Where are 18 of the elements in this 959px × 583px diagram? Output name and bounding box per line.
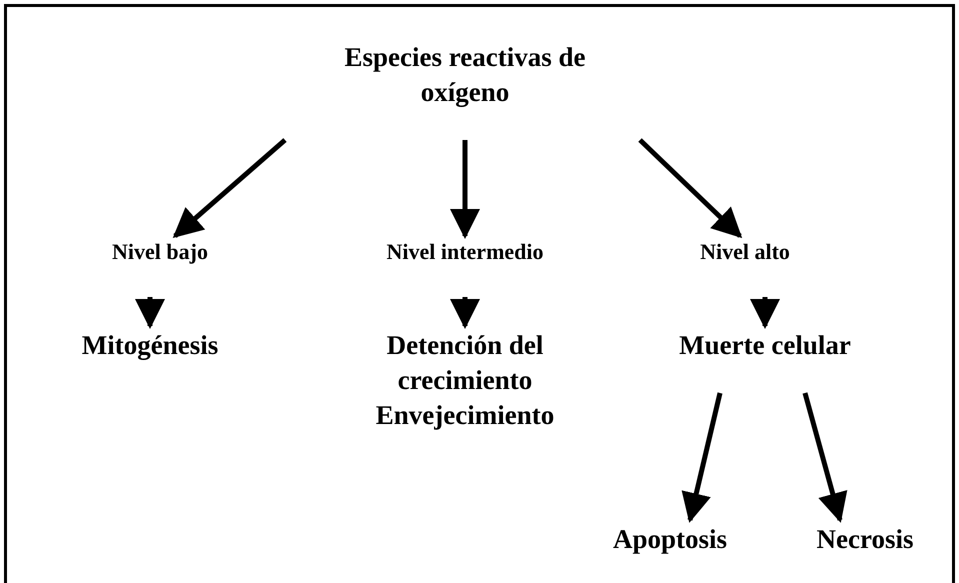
node-label: Nivel bajo <box>112 238 208 266</box>
node-label: Mitogénesis <box>82 329 218 362</box>
node-label: Envejecimiento <box>376 399 554 432</box>
node-label: Nivel alto <box>700 238 790 266</box>
arrow <box>638 138 742 238</box>
arrow <box>802 392 848 523</box>
arrow <box>682 392 722 523</box>
node-label: Muerte celular <box>679 329 851 362</box>
node-label: Necrosis <box>816 523 914 556</box>
node-label: Detención del crecimiento <box>386 329 544 398</box>
node-label: Nivel intermedio <box>386 238 544 266</box>
arrow <box>135 297 165 329</box>
node-label: Apoptosis <box>612 523 728 556</box>
node-label: Especies reactivas de oxígeno <box>344 41 586 110</box>
arrow <box>750 297 780 329</box>
arrow <box>450 297 480 329</box>
arrow <box>450 140 480 239</box>
arrow <box>172 138 287 238</box>
